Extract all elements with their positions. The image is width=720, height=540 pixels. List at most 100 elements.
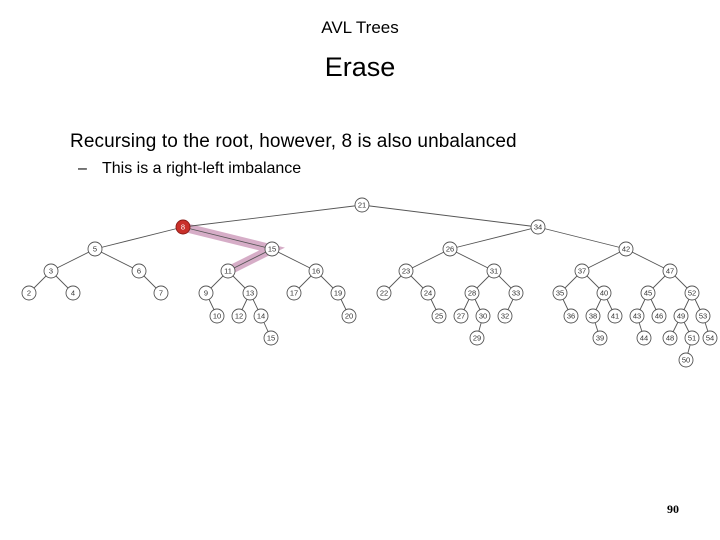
tree-node-label: 41: [611, 312, 619, 321]
tree-node-circle: [420, 285, 436, 301]
tree-node: 24: [420, 285, 436, 301]
tree-node-label: 28: [468, 289, 476, 298]
tree-node: 51: [684, 330, 700, 346]
tree-node-circle: [231, 308, 247, 324]
tree-node: 35: [552, 285, 568, 301]
tree-node: 15: [264, 241, 280, 257]
tree-node-circle: [263, 330, 279, 346]
tree-node-label: 14: [257, 312, 265, 321]
tree-node-circle: [530, 219, 546, 235]
tree-node: 47: [662, 263, 678, 279]
tree-node: 44: [636, 330, 652, 346]
tree-node-circle: [662, 330, 678, 346]
tree-node-label: 16: [312, 267, 320, 276]
tree-node: 2: [21, 285, 37, 301]
tree-node: 14: [253, 308, 269, 324]
tree-node-circle: [596, 285, 612, 301]
tree-node-label: 7: [159, 289, 163, 298]
sub-bullet-dash: –: [78, 160, 87, 177]
tree-node-label: 45: [644, 289, 652, 298]
tree-node: 50: [678, 352, 694, 368]
tree-node: 21: [354, 197, 370, 213]
tree-node-circle: [469, 330, 485, 346]
tree-node-label: 53: [699, 312, 707, 321]
tree-node: 20: [341, 308, 357, 324]
tree-node-label: 20: [345, 312, 353, 321]
tree-node: 32: [497, 308, 513, 324]
tree-node-label: 23: [402, 267, 410, 276]
tree-node-label: 44: [640, 334, 648, 343]
tree-node-circle: [673, 308, 689, 324]
tree-node-circle: [286, 285, 302, 301]
tree-node: 23: [398, 263, 414, 279]
tree-node: 40: [596, 285, 612, 301]
tree-node: 12: [231, 308, 247, 324]
tree-node: 29: [469, 330, 485, 346]
tree-node-label: 26: [446, 245, 454, 254]
tree-node: 4: [65, 285, 81, 301]
tree-node-label: 50: [682, 356, 690, 365]
tree-node-label: 25: [435, 312, 443, 321]
tree-node: 16: [308, 263, 324, 279]
tree-edge-15-16: [271, 248, 317, 272]
tree-node: 25: [431, 308, 447, 324]
tree-node: 17: [286, 285, 302, 301]
tree-node-circle: [198, 285, 214, 301]
tree-edge-34-26: [449, 226, 539, 250]
tree-node: 49: [673, 308, 689, 324]
tree-node-label: 54: [706, 334, 714, 343]
tree-edge-42-37: [581, 248, 627, 272]
tree-node-label: 19: [334, 289, 342, 298]
tree-node: 5: [87, 241, 103, 257]
tree-node: 28: [464, 285, 480, 301]
tree-node: 41: [607, 308, 623, 324]
tree-node: 13: [242, 285, 258, 301]
tree-node-label: 51: [688, 334, 696, 343]
tree-node-label: 30: [479, 312, 487, 321]
tree-node-label: 42: [622, 245, 630, 254]
tree-node: 39: [592, 330, 608, 346]
tree-node-label: 47: [666, 267, 674, 276]
tree-node-circle: [153, 285, 169, 301]
tree-node-label: 38: [589, 312, 597, 321]
tree-node-label: 15: [268, 245, 276, 254]
tree-node: 9: [198, 285, 214, 301]
tree-node: 31: [486, 263, 502, 279]
tree-edge-21-8: [182, 204, 363, 228]
tree-node-circle: [453, 308, 469, 324]
tree-node-circle: [607, 308, 623, 324]
tree-node-label: 13: [246, 289, 254, 298]
tree-node-label: 49: [677, 312, 685, 321]
tree-node: 52: [684, 285, 700, 301]
tree-node-label: 27: [457, 312, 465, 321]
tree-node-circle: [618, 241, 634, 257]
tree-node-label: 46: [655, 312, 663, 321]
tree-node: 26: [442, 241, 458, 257]
tree-node-label: 39: [596, 334, 604, 343]
tree-node: 42: [618, 241, 634, 257]
tree-node-circle: [508, 285, 524, 301]
tree-node-circle: [330, 285, 346, 301]
tree-node-circle: [21, 285, 37, 301]
tree-node-circle: [695, 308, 711, 324]
slide-title: Erase: [324, 52, 396, 82]
tree-node-circle: [629, 308, 645, 324]
page-number: 90: [667, 502, 679, 516]
tree-node-circle: [592, 330, 608, 346]
tree-node-circle: [684, 285, 700, 301]
tree-node: 36: [563, 308, 579, 324]
tree-node-label: 36: [567, 312, 575, 321]
tree-node-label: 2: [27, 289, 31, 298]
tree-node-circle: [308, 263, 324, 279]
tree-node-circle: [486, 263, 502, 279]
tree-node-circle: [574, 263, 590, 279]
tree-node-label: 15: [267, 334, 275, 343]
tree-node-label: 4: [71, 289, 75, 298]
slide-header: AVL Trees: [321, 18, 399, 37]
tree-node-label: 5: [93, 245, 97, 254]
tree-node-circle: [87, 241, 103, 257]
tree-node-label: 22: [380, 289, 388, 298]
tree-node: 10: [209, 308, 225, 324]
tree-node-unbalanced: 8: [175, 219, 191, 235]
tree-edge-15-11: [227, 248, 273, 272]
